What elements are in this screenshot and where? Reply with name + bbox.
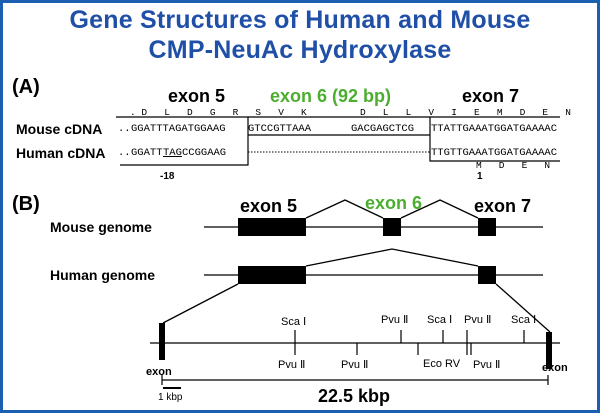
panel-a-exon6-label: exon 6 (92 bp)	[270, 86, 392, 106]
position-1: 1	[477, 171, 483, 182]
site-sca-2: Sca Ⅰ	[427, 314, 453, 326]
site-pvu-bottom-1: Pvu Ⅱ	[278, 359, 306, 371]
panel-b-exon6-label: exon 6	[365, 193, 423, 213]
human-stop-codon: TAG	[163, 147, 182, 159]
exon5-boundary-box	[116, 116, 249, 166]
panel-b-exon7-label: exon 7	[474, 196, 532, 216]
zoom-line-right	[495, 283, 551, 333]
mouse-splice-5-6	[305, 199, 384, 219]
figure-title-line-1: Gene Structures of Human and Mouse	[69, 6, 531, 34]
site-pvu-top-1: Pvu Ⅱ	[381, 314, 409, 326]
map-exon-left	[159, 323, 165, 360]
map-exon-right	[546, 332, 552, 369]
mouse-amino-acids-left: . D L D G R S V K	[130, 107, 307, 118]
panel-b-exon5-label: exon 5	[240, 196, 298, 216]
mouse-amino-acids-right: D L L V I E M D E N	[360, 107, 571, 118]
exon-left-label: exon	[146, 366, 172, 378]
human-cdna-label: Human cDNA	[16, 145, 106, 161]
zoom-line-left	[162, 283, 239, 324]
site-sca-1: Sca Ⅰ	[281, 316, 307, 328]
span-length-label: 22.5 kbp	[318, 386, 391, 406]
mouse-exon7-block	[478, 218, 496, 236]
human-exon7-block	[478, 266, 496, 284]
mouse-seq-exon6-end: GACGAGCTCG	[351, 123, 415, 135]
panel-b-label: (B)	[12, 193, 40, 215]
human-seq-exon7: TTGTTGAAATGGATGAAAAC	[431, 147, 558, 159]
panel-a-label: (A)	[12, 76, 40, 98]
mouse-splice-6-7	[400, 199, 479, 219]
human-splice-5-7	[305, 248, 479, 267]
mouse-exon5-block	[238, 218, 306, 236]
mouse-genome-label: Mouse genome	[50, 219, 152, 235]
mouse-cdna-label: Mouse cDNA	[16, 121, 103, 137]
human-seq-exon5-part1: GGATT	[131, 147, 163, 159]
human-seq-prefix: ..	[118, 147, 131, 159]
mouse-seq-exon6-start: GTCCGTTAAA	[248, 123, 312, 135]
mouse-seq-exon5: GGATTTAGATGGAAG	[131, 123, 226, 135]
human-exon5-block	[238, 266, 306, 284]
mouse-seq-exon7: TTATTGAAATGGATGAAAAC	[431, 123, 558, 135]
scale-bar-label: 1 kbp	[158, 392, 183, 403]
site-pvu-top-2: Pvu Ⅱ	[464, 314, 492, 326]
panel-a-exon7-label: exon 7	[462, 86, 520, 106]
site-eco-rv: Eco RV	[423, 358, 461, 370]
mouse-seq-prefix: ..	[118, 123, 131, 135]
panel-a-exon5-label: exon 5	[168, 86, 226, 106]
figure-title-line-2: CMP-NeuAc Hydroxylase	[148, 36, 452, 64]
site-pvu-bottom-2: Pvu Ⅱ	[341, 359, 369, 371]
human-amino-acids: M D E N	[476, 160, 551, 171]
mouse-exon6-block	[383, 218, 401, 236]
human-seq-exon5-part2: CCGGAAG	[182, 147, 227, 159]
site-pvu-bottom-3: Pvu Ⅱ	[473, 359, 501, 371]
human-genome-label: Human genome	[50, 267, 156, 283]
site-sca-3: Sca Ⅰ	[511, 314, 537, 326]
position-minus-18: -18	[160, 171, 175, 182]
exon7-boundary-box	[429, 117, 560, 162]
